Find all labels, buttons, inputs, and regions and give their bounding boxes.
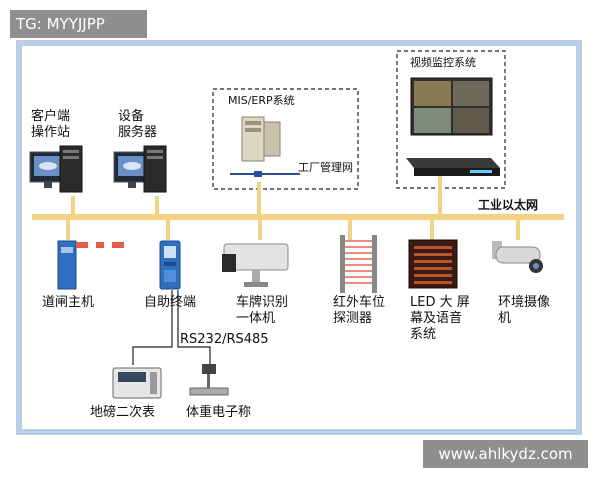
mis-group-title: MIS/ERP系统 [228, 94, 295, 107]
infrared-label-line1: 红外车位 [333, 295, 386, 310]
mis-group-box [212, 88, 359, 190]
ethernet-bus [32, 214, 564, 220]
led-label-line1: LED 大 屏 [410, 295, 470, 310]
video-monitor-icon [410, 77, 493, 136]
lpr-camera-icon [222, 243, 289, 287]
bus-label: 工业以太网 [478, 198, 539, 212]
bottom-connectors [66, 220, 520, 240]
server-label-line2: 服务器 [118, 125, 158, 140]
environment-camera-icon [492, 241, 543, 273]
infrared-label: 红外车位 探测器 [333, 295, 395, 327]
barrier-label: 道闸主机 [42, 295, 95, 310]
camera-label-line2: 机 [498, 311, 512, 326]
server-label-line1: 设备 [118, 109, 145, 124]
serial-label: RS232/RS485 [180, 332, 269, 347]
video-group-title: 视频监控系统 [410, 56, 476, 69]
weighbridge-label: 地磅二次表 [90, 405, 156, 420]
camera-label-line1: 环境摄像 [498, 295, 551, 310]
server-label: 设备 服务器 [118, 109, 174, 141]
infrared-label-line2: 探测器 [333, 311, 373, 326]
electronic-scale-icon [189, 364, 229, 396]
mis-server-icon [230, 116, 300, 177]
lpr-label: 车牌识别 一体机 [236, 295, 296, 327]
client-label: 客户端 操作站 [31, 109, 87, 141]
tag-badge: TG: MYYJJPP [10, 10, 147, 38]
led-label-line3: 系统 [410, 327, 437, 342]
lpr-label-line2: 一体机 [236, 311, 276, 326]
client-workstation-icon [29, 145, 83, 193]
top-connectors [71, 170, 442, 214]
video-group-box [396, 50, 506, 189]
equipment-server-icon [113, 145, 167, 193]
kiosk-label: 自助终端 [144, 295, 197, 310]
camera-label: 环境摄像 机 [498, 295, 560, 327]
led-label: LED 大 屏 幕及语音 系统 [410, 295, 476, 343]
kiosk-icon [159, 240, 181, 290]
lpr-label-line1: 车牌识别 [236, 295, 289, 310]
serial-connectors [132, 290, 211, 365]
led-label-line2: 幕及语音 [410, 311, 463, 326]
dvr-recorder-icon [406, 158, 500, 176]
weighbridge-meter-icon [112, 367, 162, 399]
barrier-gate-icon [57, 240, 124, 290]
watermark: www.ahlkydz.com [423, 440, 588, 468]
factory-network-label: 工厂管理网 [298, 161, 353, 174]
client-label-line2: 操作站 [31, 125, 71, 140]
scale-label: 体重电子称 [186, 405, 252, 420]
client-label-line1: 客户端 [31, 109, 71, 124]
led-screen-icon [408, 239, 458, 289]
infrared-detector-icon [340, 235, 377, 293]
